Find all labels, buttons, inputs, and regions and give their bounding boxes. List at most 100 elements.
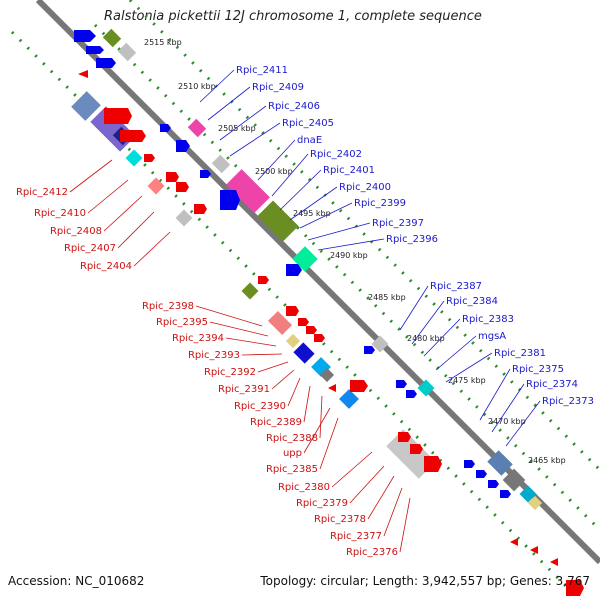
reverse-gene-label: Rpic_2395 [156,317,208,328]
gene-arrow [550,558,558,566]
reverse-gene-label: Rpic_2412 [16,187,68,198]
leader-line [479,368,511,421]
forward-gene-label: Rpic_2401 [323,165,375,176]
leader-line [257,139,296,181]
feature-block [241,282,259,300]
feature-block [285,333,301,349]
gene-arrow [566,580,584,596]
leader-line [367,475,395,520]
gc-track-group [10,0,600,600]
leader-line [299,202,353,229]
gene-arrow [160,124,171,132]
leader-line [411,300,445,345]
feature-block [417,379,435,397]
gene-arrow [410,444,423,454]
leader-line [307,222,371,241]
leader-line [303,407,331,454]
forward-gene-label: Rpic_2381 [494,348,546,359]
gene-arrow [200,170,211,178]
gene-arrow [328,384,336,392]
leader-line [133,231,171,267]
reverse-gene-label: Rpic_2380 [278,482,330,493]
gene-arrow [194,204,207,214]
leader-line [241,353,283,356]
gene-arrow [530,546,538,554]
reverse-gene-labels: Rpic_2412Rpic_2410Rpic_2408Rpic_2407Rpic… [16,187,398,558]
gene-arrow [424,456,442,472]
leader-line [383,487,403,537]
forward-gene-label: Rpic_2406 [268,101,320,112]
forward-gene-label: mgsA [478,331,506,342]
leader-line [491,383,525,433]
leader-line [435,335,477,371]
leader-line [317,238,385,251]
leader-line [257,361,289,373]
feature-block [147,177,165,195]
reverse-gene-label: Rpic_2377 [330,531,382,542]
gene-arrow [396,380,407,388]
gc-track-outer-upper [128,0,600,472]
reverse-gene-label: Rpic_2379 [296,498,348,509]
forward-gene-label: Rpic_2399 [354,198,406,209]
feature-block [502,468,526,492]
feature-block [211,154,231,174]
kbp-tick-label: 2480 kbp [407,334,445,343]
gene-arrow [464,460,475,468]
forward-gene-label: Rpic_2400 [339,182,391,193]
feature-block [527,495,543,511]
leader-line [505,400,541,447]
kbp-tick-label: 2490 kbp [330,251,368,260]
feature-block [319,367,335,383]
reverse-gene-label: Rpic_2378 [314,514,366,525]
leader-line [349,465,385,504]
reverse-gene-label: Rpic_2376 [346,547,398,558]
leader-line [279,169,322,211]
reverse-gene-label: Rpic_2390 [234,401,286,412]
forward-gene-label: Rpic_2387 [430,281,482,292]
reverse-gene-label: Rpic_2392 [204,367,256,378]
gene-arrow [166,172,179,182]
leader-line [331,451,373,488]
gene-arrow [120,130,146,142]
forward-gene-label: Rpic_2373 [542,396,594,407]
kbp-tick-label: 2505 kbp [218,124,256,133]
gene-arrow [350,380,368,392]
leader-line [319,395,323,439]
leader-line [423,318,461,357]
gene-arrow [176,182,189,192]
leader-line [229,122,281,157]
forward-gene-label: Rpic_2405 [282,118,334,129]
leader-line [319,417,339,470]
forward-gene-label: Rpic_2384 [446,296,498,307]
feature-block [102,28,122,48]
forward-gene-label: Rpic_2396 [386,234,438,245]
kbp-tick-label: 2500 kbp [255,167,293,176]
kbp-tick-label: 2465 kbp [528,456,566,465]
leader-line [271,153,309,197]
leader-line [225,337,277,347]
feature-block [293,342,315,364]
reverse-gene-label: Rpic_2394 [172,333,224,344]
leader-line [207,86,251,121]
forward-genes [74,30,511,498]
kbp-tick-label: 2470 kbp [488,417,526,426]
feature-block [71,91,101,121]
gene-arrow [406,390,417,398]
gene-arrow [500,490,511,498]
gene-arrow [86,46,104,54]
leader-line [219,105,267,141]
leader-line [271,369,295,390]
gene-arrow [78,70,88,78]
reverse-gene-label: Rpic_2398 [142,301,194,312]
gene-arrow [176,140,190,152]
feature-block [519,485,537,503]
leader-line [399,285,429,331]
leader-line [87,179,129,214]
gene-arrow [364,346,375,354]
gene-arrow [258,276,269,284]
gene-arrow [488,480,499,488]
feature-block [175,209,193,227]
leader-line [289,186,338,221]
reverse-gene-label: Rpic_2389 [250,417,302,428]
